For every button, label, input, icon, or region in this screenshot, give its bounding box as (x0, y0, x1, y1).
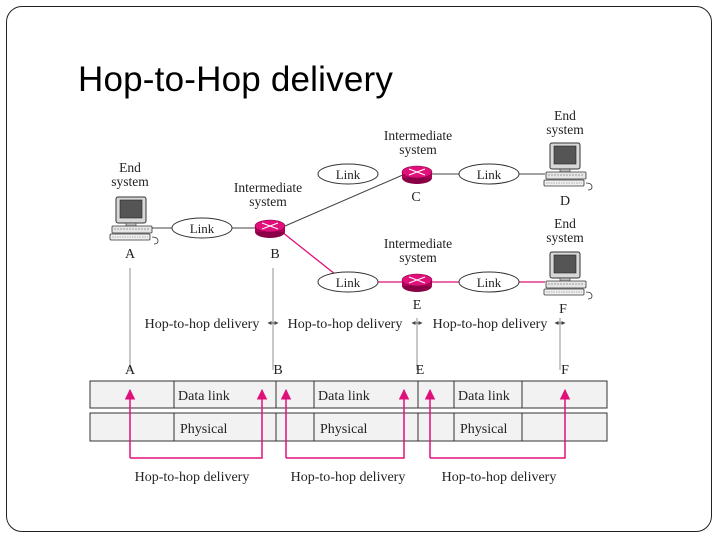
link-c-d: Link (458, 163, 520, 185)
hop-span-label: Hop-to-hop delivery (145, 317, 260, 332)
stack-b-physical-box (275, 412, 315, 442)
bottom-delivery-label: Hop-to-hop delivery (291, 470, 406, 485)
node-c-id: C (411, 190, 420, 205)
computer-a-icon (109, 196, 159, 245)
data-link-label: Data link (318, 389, 370, 404)
link-label: Link (336, 275, 361, 290)
link-b-c: Link (317, 163, 379, 185)
delivery-arrow-be (286, 388, 410, 459)
router-c-icon (401, 165, 433, 185)
link-label: Link (190, 221, 215, 236)
bottom-delivery-label: Hop-to-hop delivery (135, 470, 250, 485)
stack-a-physical-box (89, 412, 175, 442)
link-line-b-c (284, 173, 406, 227)
stack-a-datalink-box (89, 380, 175, 409)
layer-node-a-id: A (125, 363, 136, 378)
physical-label: Physical (460, 422, 508, 437)
link-b-e: Link (317, 271, 379, 293)
data-link-label: Data link (178, 389, 230, 404)
stack-e-datalink-box (417, 380, 455, 409)
layer-stacks (89, 380, 608, 442)
node-b-id: B (270, 247, 279, 262)
delivery-arrow-ef (430, 388, 571, 459)
stack-e-physical-box (417, 412, 455, 442)
node-e-id: E (413, 298, 422, 313)
slide-title: Hop-to-Hop delivery (78, 60, 394, 99)
node-f-id: F (559, 302, 567, 317)
hop-span-row: Hop-to-hop delivery Hop-to-hop delivery … (145, 317, 566, 332)
link-label: Link (477, 167, 502, 182)
link-e-f: Link (458, 271, 520, 293)
link-a-b: Link (171, 217, 233, 239)
stack-b-datalink-box (275, 380, 315, 409)
stack-ab-physical-box (173, 412, 277, 442)
delivery-paths (124, 388, 571, 459)
hop-span-label: Hop-to-hop delivery (288, 317, 403, 332)
physical-label: Physical (180, 422, 228, 437)
delivery-arrow-ab (130, 388, 268, 459)
layer-node-b-id: B (273, 363, 282, 378)
hop-guides (129, 268, 561, 370)
hop-span-label: Hop-to-hop delivery (433, 317, 548, 332)
router-e-icon (401, 273, 433, 293)
node-a-id: A (125, 247, 136, 262)
physical-label: Physical (320, 422, 368, 437)
stack-be-physical-box (313, 412, 419, 442)
link-label: Link (336, 167, 361, 182)
computer-f-icon (543, 251, 593, 300)
router-b-icon (254, 219, 286, 239)
slide-frame (6, 6, 712, 532)
data-link-label: Data link (458, 389, 510, 404)
layer-node-f-id: F (561, 363, 569, 378)
link-label: Link (477, 275, 502, 290)
node-d-id: D (560, 194, 570, 209)
stack-ef-datalink-box (453, 380, 523, 409)
stack-ef-physical-box (453, 412, 523, 442)
computer-d-icon (543, 142, 593, 191)
layer-node-e-id: E (416, 363, 425, 378)
bottom-delivery-label: Hop-to-hop delivery (442, 470, 557, 485)
